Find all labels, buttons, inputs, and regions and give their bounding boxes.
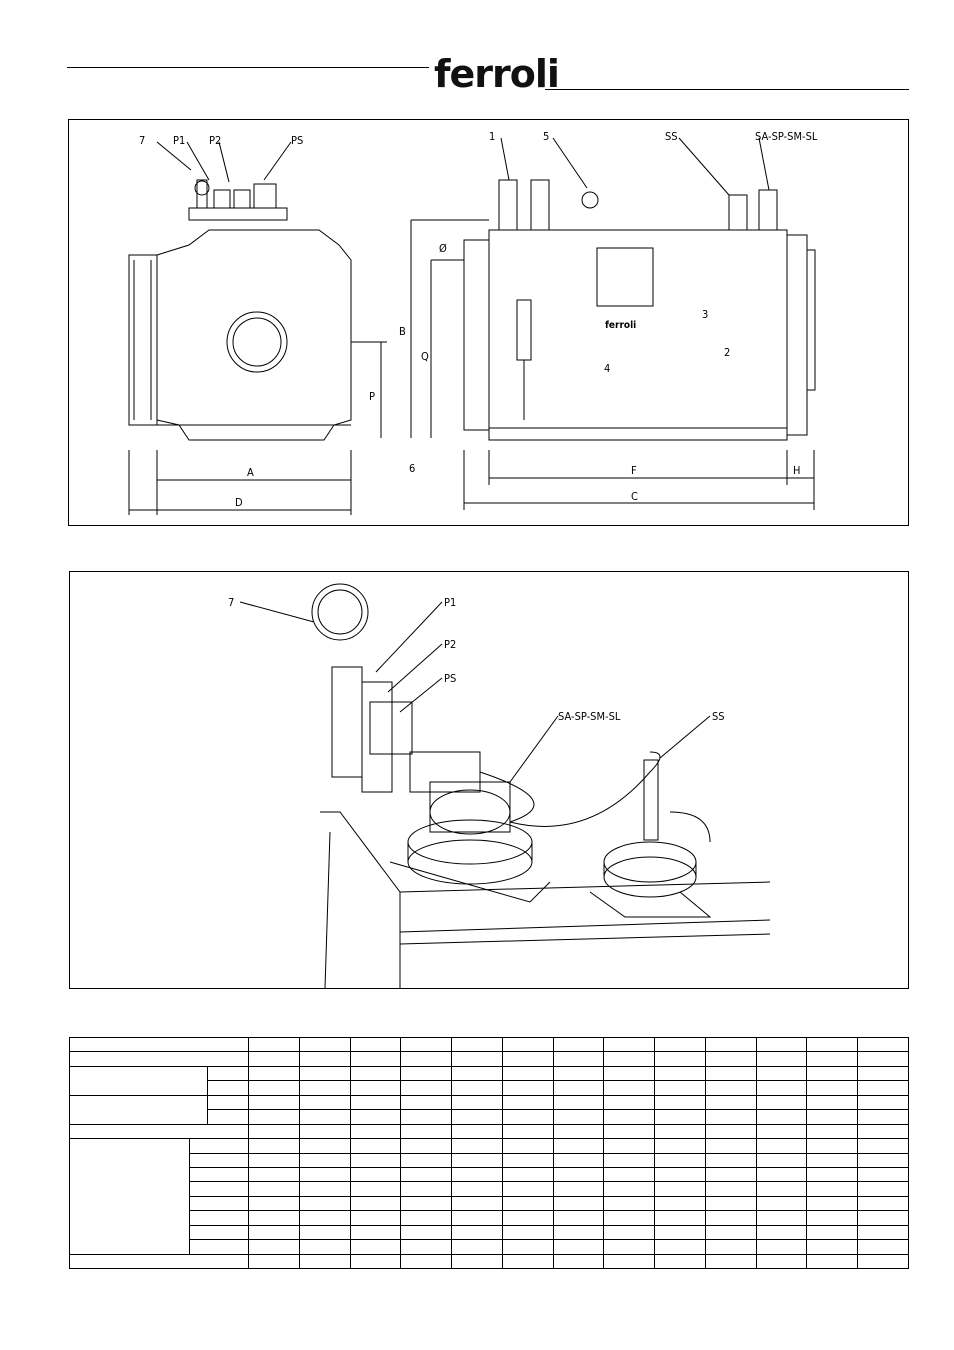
header-rule-left (67, 67, 429, 68)
spec-row-label (68, 1051, 250, 1067)
dim-b: B (399, 325, 406, 338)
detail-callout-ps: PS (444, 672, 456, 685)
detail-callout-sa-sp-sm-sl: SA-SP-SM-SL (558, 710, 621, 723)
spec-row-label (69, 1094, 208, 1125)
header-rule-right (545, 89, 909, 90)
detail-callout-p2: P2 (444, 638, 456, 651)
panel-logo: ferroli (605, 320, 636, 331)
callout-sa-sp-sm-sl: SA-SP-SM-SL (755, 130, 818, 143)
callout-p1: P1 (173, 134, 185, 147)
callout-4: 4 (604, 362, 610, 375)
callout-1: 1 (489, 130, 495, 143)
dim-f: F (631, 464, 637, 477)
callout-2: 2 (724, 346, 730, 359)
callout-7: 7 (139, 134, 145, 147)
elevation-svg: 7 P1 P2 PS 1 5 SS SA-SP-SM-SL 3 2 4 6 A … (128, 130, 818, 515)
dim-c: C (631, 490, 638, 503)
spec-row-label (69, 1065, 208, 1096)
spec-row-label (68, 1123, 250, 1140)
detail-callout-p1: P1 (444, 596, 456, 609)
detail-callout-ss: SS (712, 710, 725, 723)
brand-logo: ferroli (434, 52, 560, 96)
dim-q: Q (421, 350, 429, 363)
dim-diameter: Ø (439, 242, 447, 255)
callout-ss: SS (665, 130, 678, 143)
pressure-switch-detail-drawing: 7 P1 P2 PS SA-SP-SM-SL SS (69, 571, 909, 989)
spec-row-label (68, 1036, 250, 1053)
spec-row-label (68, 1253, 250, 1270)
callout-5: 5 (543, 130, 549, 143)
dim-h: H (793, 464, 800, 477)
boiler-elevation-drawing: 7 P1 P2 PS 1 5 SS SA-SP-SM-SL 3 2 4 6 A … (68, 119, 909, 526)
callout-p2: P2 (209, 134, 221, 147)
dim-d: D (235, 496, 243, 509)
callout-3: 3 (702, 308, 708, 321)
callout-ps: PS (291, 134, 303, 147)
spec-row-label (69, 1138, 190, 1255)
dim-p: P (369, 390, 375, 403)
specification-table (68, 1036, 909, 1270)
dim-a: A (247, 466, 254, 479)
detail-callout-7: 7 (228, 596, 234, 609)
callout-6: 6 (409, 462, 415, 475)
detail-svg: 7 P1 P2 PS SA-SP-SM-SL SS (228, 583, 771, 988)
